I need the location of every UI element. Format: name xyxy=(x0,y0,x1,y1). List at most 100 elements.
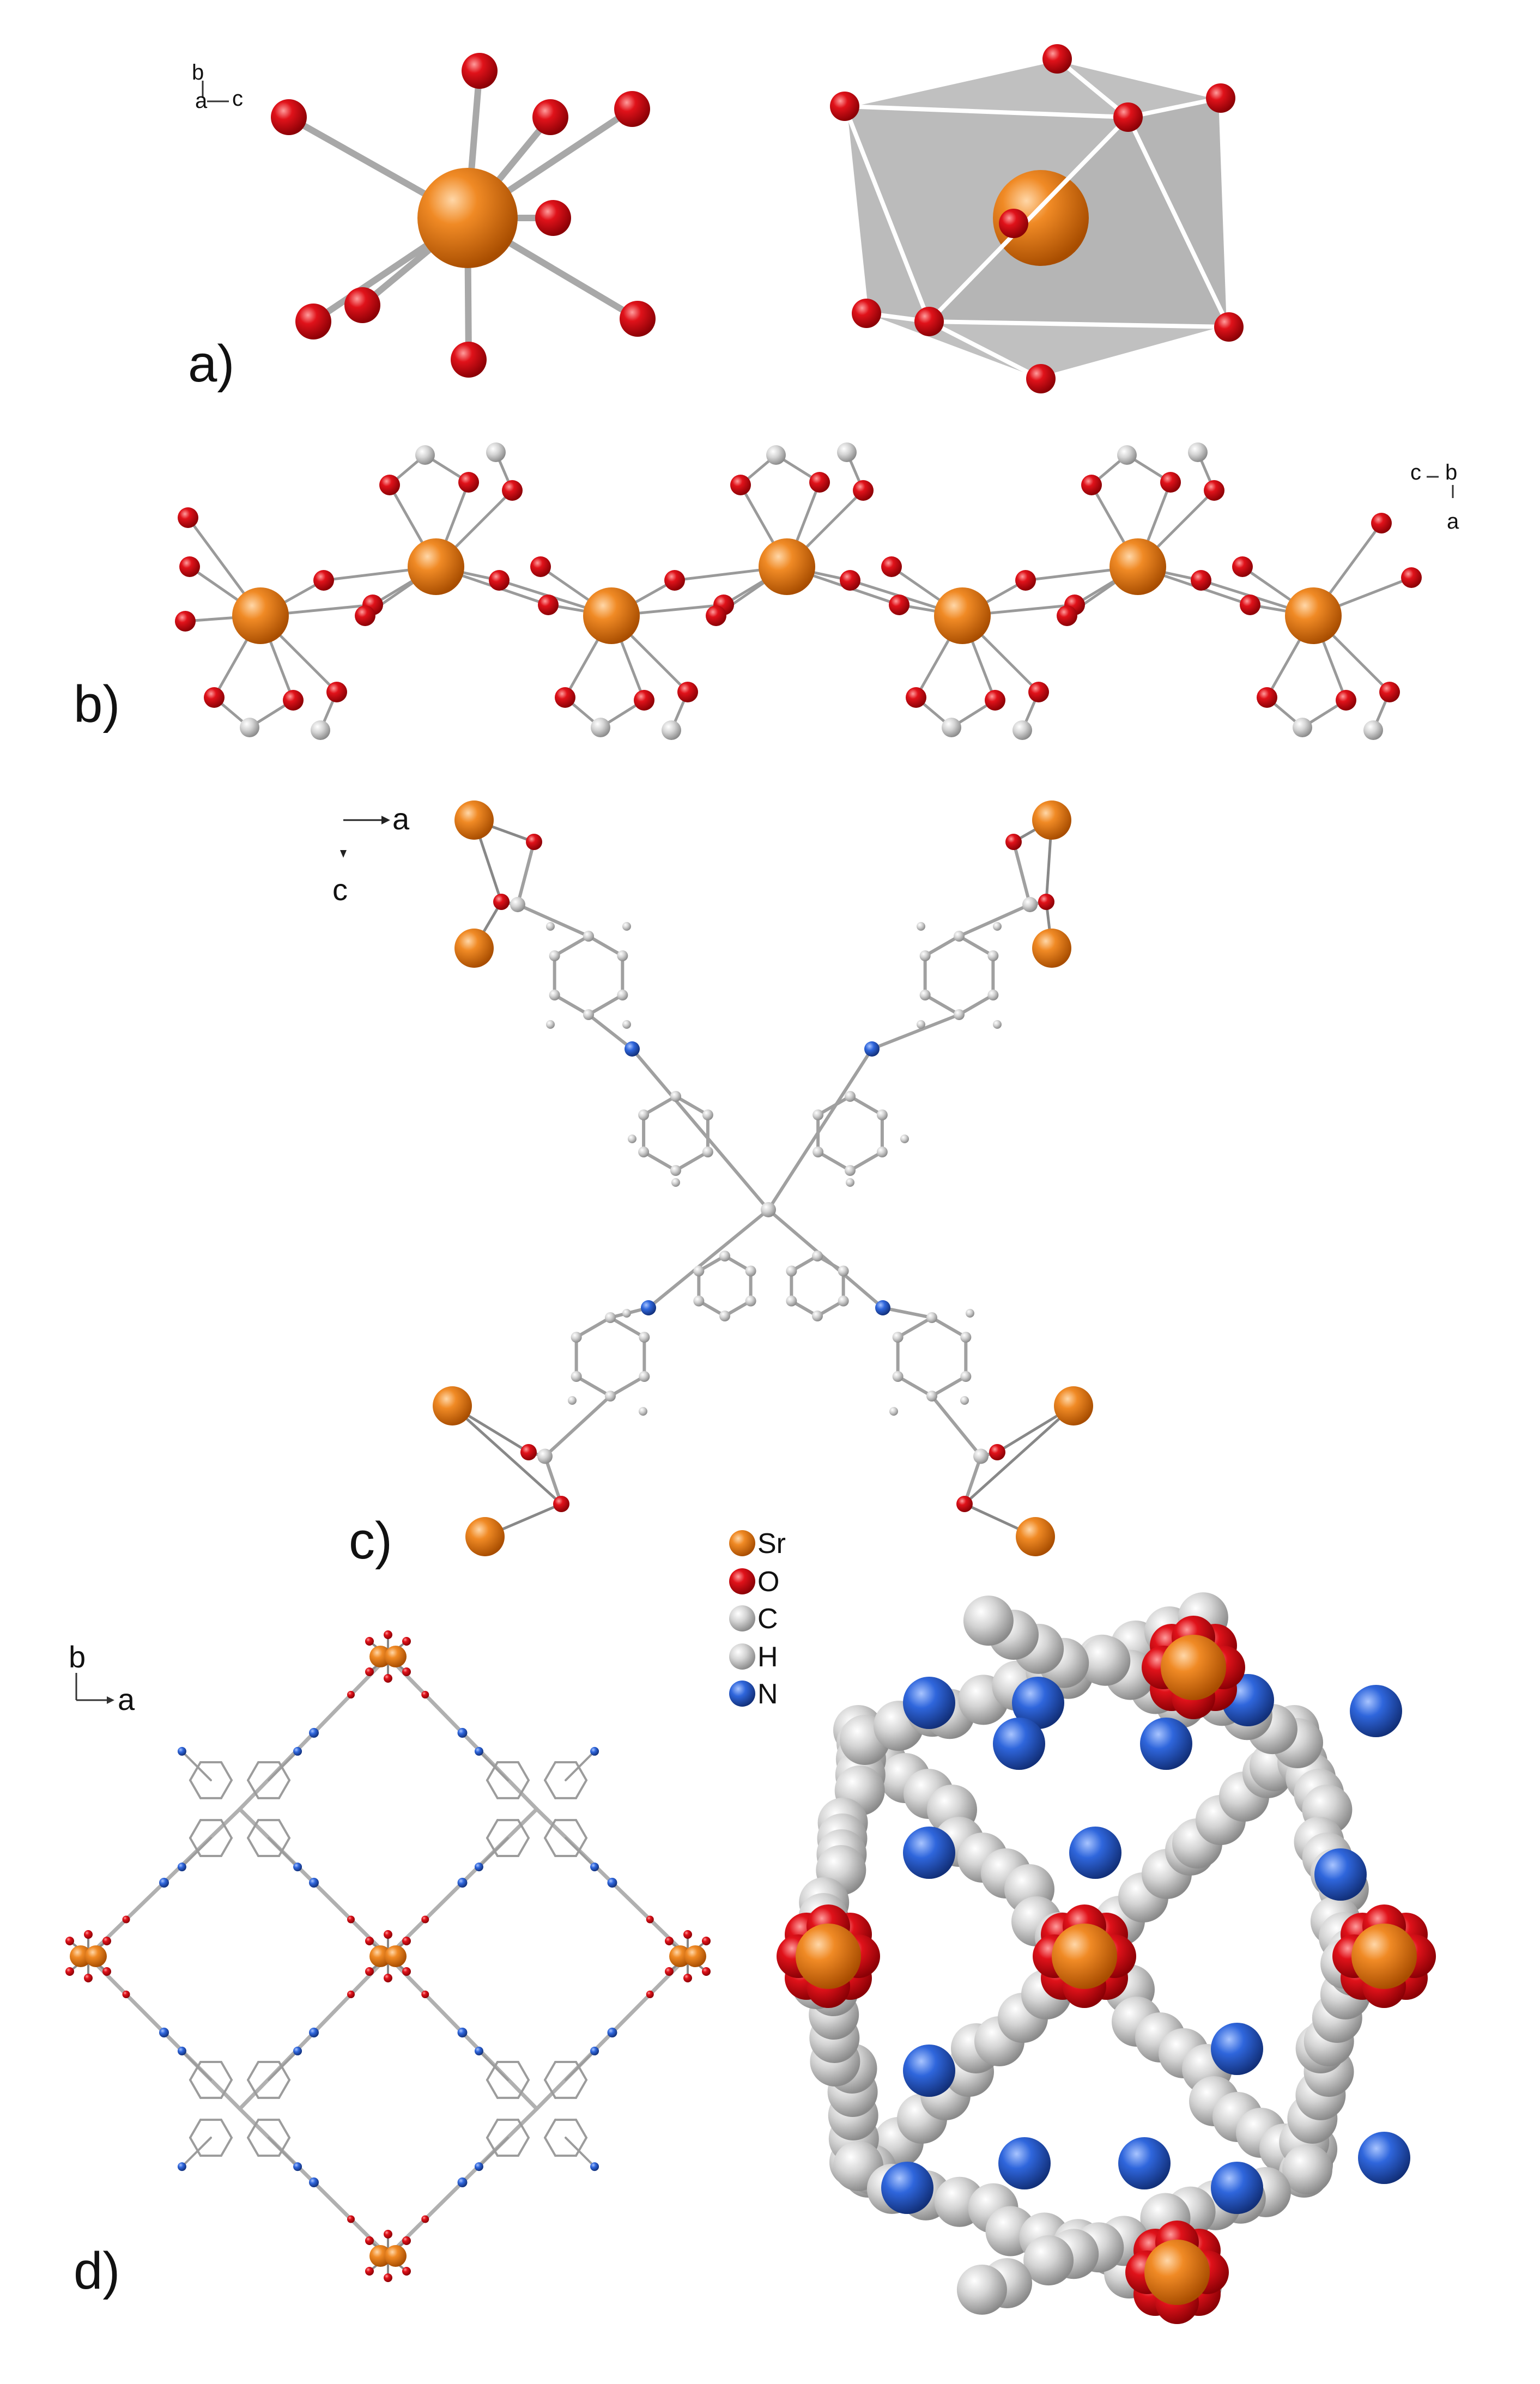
atom-n xyxy=(177,2046,186,2055)
atom-h xyxy=(671,1178,680,1187)
bond xyxy=(220,2061,233,2081)
axis-a-label: a xyxy=(1447,509,1459,533)
atom-n xyxy=(457,1878,468,1888)
bond xyxy=(575,2078,588,2099)
atom-c xyxy=(415,445,435,465)
bond xyxy=(930,1375,968,1398)
bond xyxy=(247,2137,260,2157)
atom-sr xyxy=(796,1924,861,1989)
bond xyxy=(180,2137,212,2168)
bond xyxy=(1055,57,1130,119)
bond xyxy=(575,1837,588,1857)
panel-a: b a c a) xyxy=(188,44,1244,393)
bond xyxy=(565,1750,596,1781)
atom-c xyxy=(1117,445,1137,465)
atom-n xyxy=(993,1718,1045,1770)
atom-o xyxy=(553,1496,569,1512)
atom-c xyxy=(1012,720,1032,740)
atom-sr xyxy=(454,800,494,840)
atom-o xyxy=(347,1691,355,1698)
atom-c xyxy=(745,1265,756,1277)
atom-o xyxy=(204,687,225,708)
atom-o xyxy=(462,53,498,89)
atom-c xyxy=(639,1371,650,1382)
atom-h xyxy=(846,1178,854,1187)
atom-h xyxy=(917,1020,925,1029)
atom-o xyxy=(384,1974,392,1982)
atom-o xyxy=(355,605,375,626)
atom-o xyxy=(365,2267,374,2276)
bond xyxy=(189,1761,202,1781)
bond xyxy=(544,2119,557,2139)
atom-o xyxy=(702,1937,711,1945)
bond xyxy=(575,2061,588,2081)
bond xyxy=(923,935,961,957)
atom-n xyxy=(881,2162,933,2214)
atom-n xyxy=(309,1728,319,1738)
bond xyxy=(553,993,590,1016)
bond xyxy=(544,2137,557,2157)
bond xyxy=(486,1779,499,1799)
atom-sr xyxy=(669,1945,691,1967)
atom-o xyxy=(402,1967,411,1976)
axis-a-label: a xyxy=(118,1682,135,1716)
panel-b-label: b) xyxy=(74,675,120,733)
bond xyxy=(543,1394,612,1458)
axis-c-label: c xyxy=(232,87,243,111)
bond xyxy=(486,2061,499,2081)
atom-n xyxy=(590,1746,599,1756)
atom-o xyxy=(1257,687,1277,708)
atom-o xyxy=(620,301,656,337)
bond xyxy=(247,1779,260,1799)
panel-c-label: c) xyxy=(349,1512,392,1570)
atom-o xyxy=(852,299,881,328)
bond xyxy=(516,840,536,906)
atom-n xyxy=(159,1878,169,1888)
bond xyxy=(1039,325,1231,381)
bond xyxy=(574,1316,612,1339)
bond xyxy=(278,1761,291,1781)
atom-o xyxy=(347,2215,355,2223)
bond xyxy=(516,903,590,938)
bond xyxy=(767,1047,874,1211)
panel-b-axis-triad: c b a xyxy=(1410,460,1459,533)
atom-c xyxy=(812,1251,823,1261)
atom-o xyxy=(730,475,751,495)
atom-c xyxy=(240,718,259,737)
panel-d: b a d) xyxy=(65,1592,1436,2324)
bond xyxy=(189,1837,202,1857)
bond xyxy=(565,2049,596,2081)
atom-sr xyxy=(1144,2240,1210,2305)
atom-c xyxy=(605,1391,616,1402)
atom-c xyxy=(510,897,525,912)
atom-o xyxy=(122,1915,130,1924)
bond xyxy=(896,1375,933,1398)
atom-o xyxy=(706,605,726,626)
atom-n xyxy=(864,1041,880,1057)
bond xyxy=(247,1819,260,1840)
atom-sr xyxy=(385,2245,407,2267)
bond xyxy=(609,1375,646,1398)
atom-o xyxy=(384,1674,392,1683)
bond xyxy=(767,1208,884,1309)
atom-c xyxy=(583,1009,594,1020)
atom-o xyxy=(283,690,304,711)
atom-o xyxy=(985,690,1005,711)
legend-label-n: N xyxy=(757,1678,778,1710)
atom-sr xyxy=(934,587,991,644)
bond xyxy=(565,2137,596,2168)
atom-sr xyxy=(1161,1635,1226,1700)
atom-c xyxy=(549,950,560,961)
atom-n xyxy=(625,1041,640,1057)
bond xyxy=(575,1779,588,1799)
bond xyxy=(278,2137,291,2157)
atom-sr xyxy=(433,1386,472,1425)
atom-sr xyxy=(1016,1517,1055,1556)
atom-o xyxy=(421,2215,429,2223)
sr-chain-atoms xyxy=(175,442,1422,740)
bond xyxy=(848,1095,884,1117)
bond xyxy=(268,1837,299,1869)
panel-c: a c c) xyxy=(332,800,1093,1570)
atom-n xyxy=(1118,2137,1171,2189)
atom-o xyxy=(614,91,650,127)
